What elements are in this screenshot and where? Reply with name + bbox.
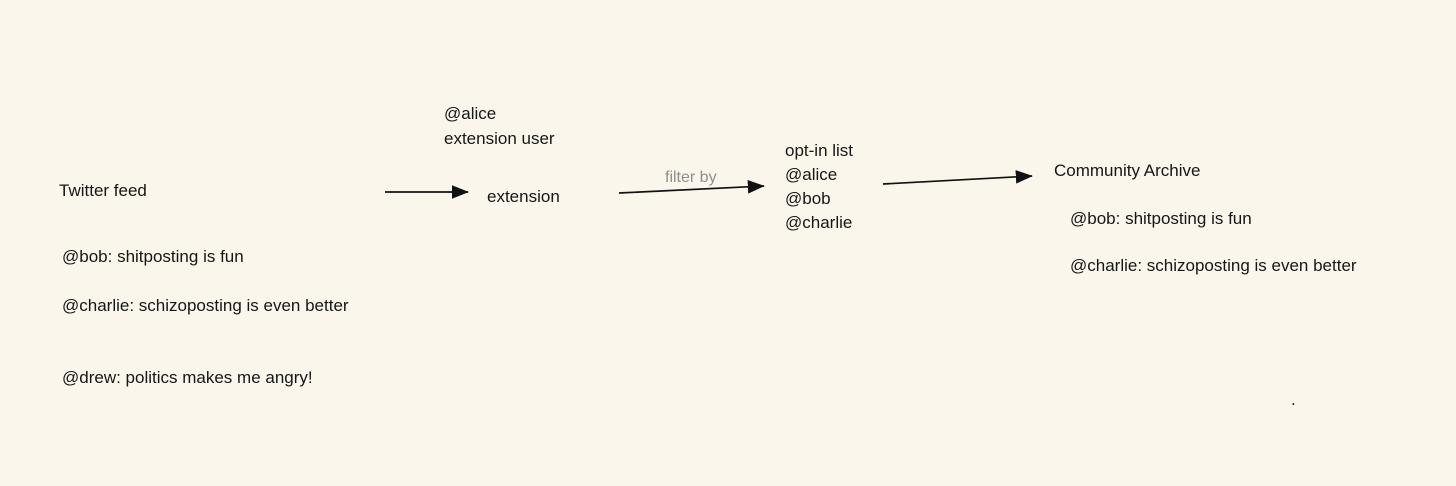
archive-tweet-bob: @bob: shitposting is fun [1070, 209, 1252, 228]
twitter-feed-tweet-charlie: @charlie: schizoposting is even better [62, 296, 349, 315]
archive-tweet-charlie: @charlie: schizoposting is even better [1070, 256, 1357, 275]
opt-in-member-bob: @bob [785, 189, 831, 208]
community-archive-title: Community Archive [1054, 161, 1201, 180]
arrow-optin-to-archive [882, 170, 1033, 185]
opt-in-member-alice: @alice [785, 165, 838, 184]
opt-in-member-charlie: @charlie [785, 213, 853, 232]
twitter-feed-tweet-drew: @drew: politics makes me angry! [62, 368, 313, 387]
filter-by-edge-label: filter by [665, 169, 717, 186]
opt-in-list-title: opt-in list [785, 141, 854, 160]
twitter-feed-title: Twitter feed [59, 181, 147, 200]
extension-label: extension [487, 187, 560, 206]
twitter-feed-tweet-bob: @bob: shitposting is fun [62, 247, 244, 266]
extension-user-annotation: @alice extension user [444, 104, 555, 148]
stray-period-mark: . [1291, 390, 1296, 409]
opt-in-list-block: opt-in list @alice @bob @charlie [785, 139, 853, 235]
